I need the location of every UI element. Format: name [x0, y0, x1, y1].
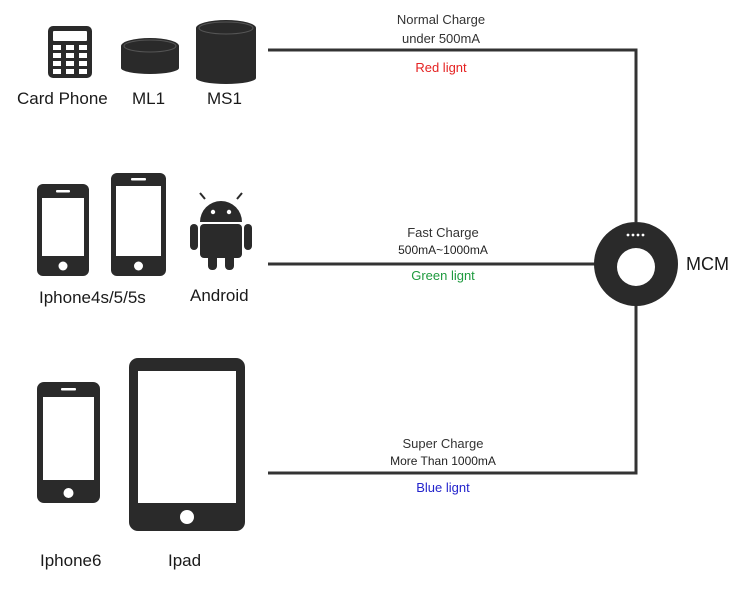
ipad-label: Ipad: [168, 551, 202, 570]
card-phone-label: Card Phone: [17, 89, 108, 108]
ms1-label: MS1: [207, 89, 242, 108]
fast-charge-title: Fast Charge: [407, 225, 479, 240]
connector-lines: [268, 48, 638, 475]
ms1-icon: [196, 20, 256, 84]
iphone4s-icon: [37, 184, 89, 276]
mcm-label: MCM: [686, 254, 729, 274]
iphone4s-label: Iphone4s/5/5s: [39, 288, 146, 307]
android-icon: [190, 192, 252, 270]
blue-light-label: Blue lignt: [416, 480, 470, 495]
iphone6-label: Iphone6: [40, 551, 102, 570]
android-label: Android: [190, 286, 249, 305]
card-phone-icon: [48, 26, 92, 78]
fast-charge-detail: 500mA~1000mA: [398, 243, 488, 257]
red-light-label: Red lignt: [415, 60, 467, 75]
ipad-icon: [129, 358, 245, 531]
mcm-hub-icon: [594, 222, 678, 306]
ml1-label: ML1: [132, 89, 166, 108]
super-charge-title: Super Charge: [402, 436, 484, 451]
normal-charge-title: Normal Charge: [396, 12, 486, 27]
normal-charge-line: [268, 48, 638, 222]
super-charge-detail: More Than 1000mA: [390, 454, 496, 468]
green-light-label: Green lignt: [411, 268, 475, 283]
iphone6-icon: [37, 382, 100, 503]
ml1-icon: [121, 38, 179, 74]
normal-charge-detail: under 500mA: [401, 31, 481, 46]
super-charge-line: [268, 302, 638, 475]
iphone5-icon: [111, 173, 166, 276]
